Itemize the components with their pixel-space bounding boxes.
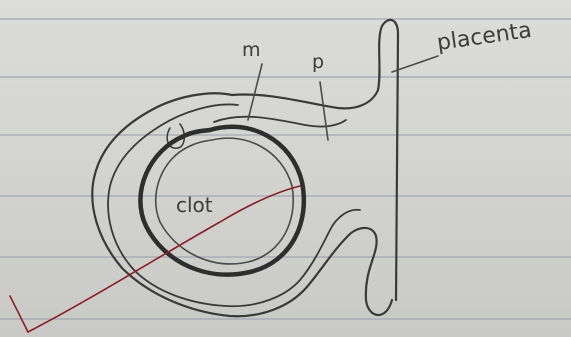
clot-outline [140,127,303,275]
m-leader-line [248,64,262,120]
label-m: m [242,39,261,61]
p-leader-line [320,82,328,140]
label-clot: clot [176,193,213,217]
label-p: p [312,51,324,73]
label-placenta: placenta [435,18,533,56]
